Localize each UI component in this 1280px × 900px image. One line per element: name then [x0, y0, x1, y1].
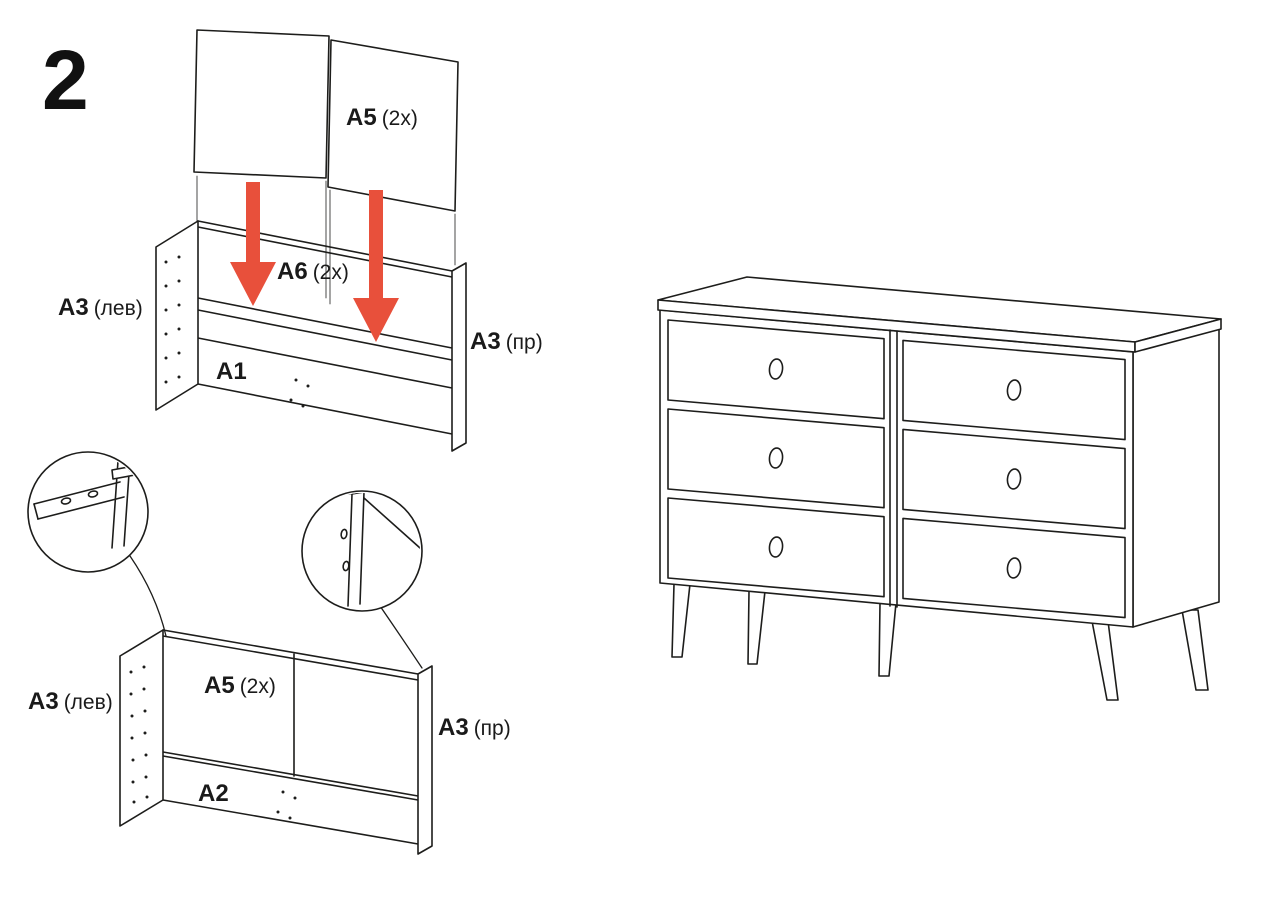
pilot-holes-left-panel	[129, 665, 149, 804]
part-qty: (лев)	[63, 691, 113, 714]
dresser-leg-front-right	[1091, 620, 1119, 701]
diagram-panels-installed	[27, 451, 433, 855]
part-code: A5	[204, 672, 235, 699]
panel-a5-front	[327, 39, 459, 212]
drawer-handle	[1006, 379, 1022, 401]
part-qty: (пр)	[473, 717, 511, 740]
part-code: A3	[28, 688, 59, 715]
part-code: A1	[216, 358, 247, 385]
pilot-holes-bottom-panel	[276, 790, 297, 820]
drawer-front	[902, 339, 1126, 441]
callout-circle-left	[27, 451, 149, 573]
drawer-handle	[768, 447, 784, 469]
diagram-insert-panels	[155, 29, 467, 452]
drawer-handle	[1006, 468, 1022, 490]
insert-arrow-left	[230, 182, 276, 306]
part-qty: (лев)	[93, 297, 143, 320]
drawer-front	[667, 319, 885, 420]
rail-a6-top-edge	[197, 297, 453, 349]
label-a3-left-bottom: A3(лев)	[28, 688, 113, 716]
carcass-with-panels	[119, 629, 433, 855]
step-number: 2	[42, 33, 89, 127]
label-a3-right-top: A3(пр)	[470, 328, 543, 356]
dresser-leg-back-left	[747, 590, 766, 665]
part-qty: (2x)	[312, 261, 349, 284]
drawer-front	[902, 517, 1126, 619]
drawer-front	[667, 408, 885, 509]
part-code: A6	[277, 258, 308, 285]
part-code: A3	[470, 328, 501, 355]
pilot-holes-bottom-panel	[289, 378, 310, 408]
drawer-handle	[1006, 557, 1022, 579]
side-panel-left	[119, 629, 164, 827]
side-panel-right	[451, 262, 467, 452]
drawer-front	[667, 497, 885, 598]
callout-leader-right	[379, 605, 423, 669]
insert-arrow-right	[353, 190, 399, 342]
carcass-open-box	[155, 220, 467, 452]
dresser-leg-front-left	[671, 583, 691, 658]
drawer-front	[902, 428, 1126, 530]
dresser-side-panel	[1132, 328, 1220, 628]
part-qty: (2x)	[239, 675, 276, 698]
part-code: A5	[346, 104, 377, 131]
part-qty: (пр)	[505, 331, 543, 354]
side-panel-right	[417, 665, 433, 855]
part-code: A3	[438, 714, 469, 741]
label-a6-rails: A6(2x)	[277, 258, 349, 286]
dresser-leg-back-right	[1181, 609, 1209, 691]
dresser-top-edge-side	[1134, 318, 1222, 353]
drawer-handle	[768, 536, 784, 558]
part-code: A3	[58, 294, 89, 321]
callout-leader-left	[129, 555, 167, 637]
label-a1-bottom: A1	[216, 358, 252, 386]
label-a5-installed: A5(2x)	[204, 672, 276, 700]
part-qty: (2x)	[381, 107, 418, 130]
side-panel-left	[155, 220, 199, 411]
callout-detail-right-corner	[340, 493, 420, 607]
rail-a6-bottom-edge	[197, 309, 453, 361]
assembled-dresser	[657, 276, 1222, 701]
label-a3-left-top: A3(лев)	[58, 294, 143, 322]
part-code: A2	[198, 780, 229, 807]
label-a3-right-bottom: A3(пр)	[438, 714, 511, 742]
drawer-handle	[768, 358, 784, 380]
panel-a5-back	[193, 29, 330, 179]
label-a2-bottom: A2	[198, 780, 234, 808]
pilot-holes-left-panel	[164, 255, 181, 384]
label-a5-panels: A5(2x)	[346, 104, 418, 132]
dresser-leg-center	[878, 602, 897, 677]
